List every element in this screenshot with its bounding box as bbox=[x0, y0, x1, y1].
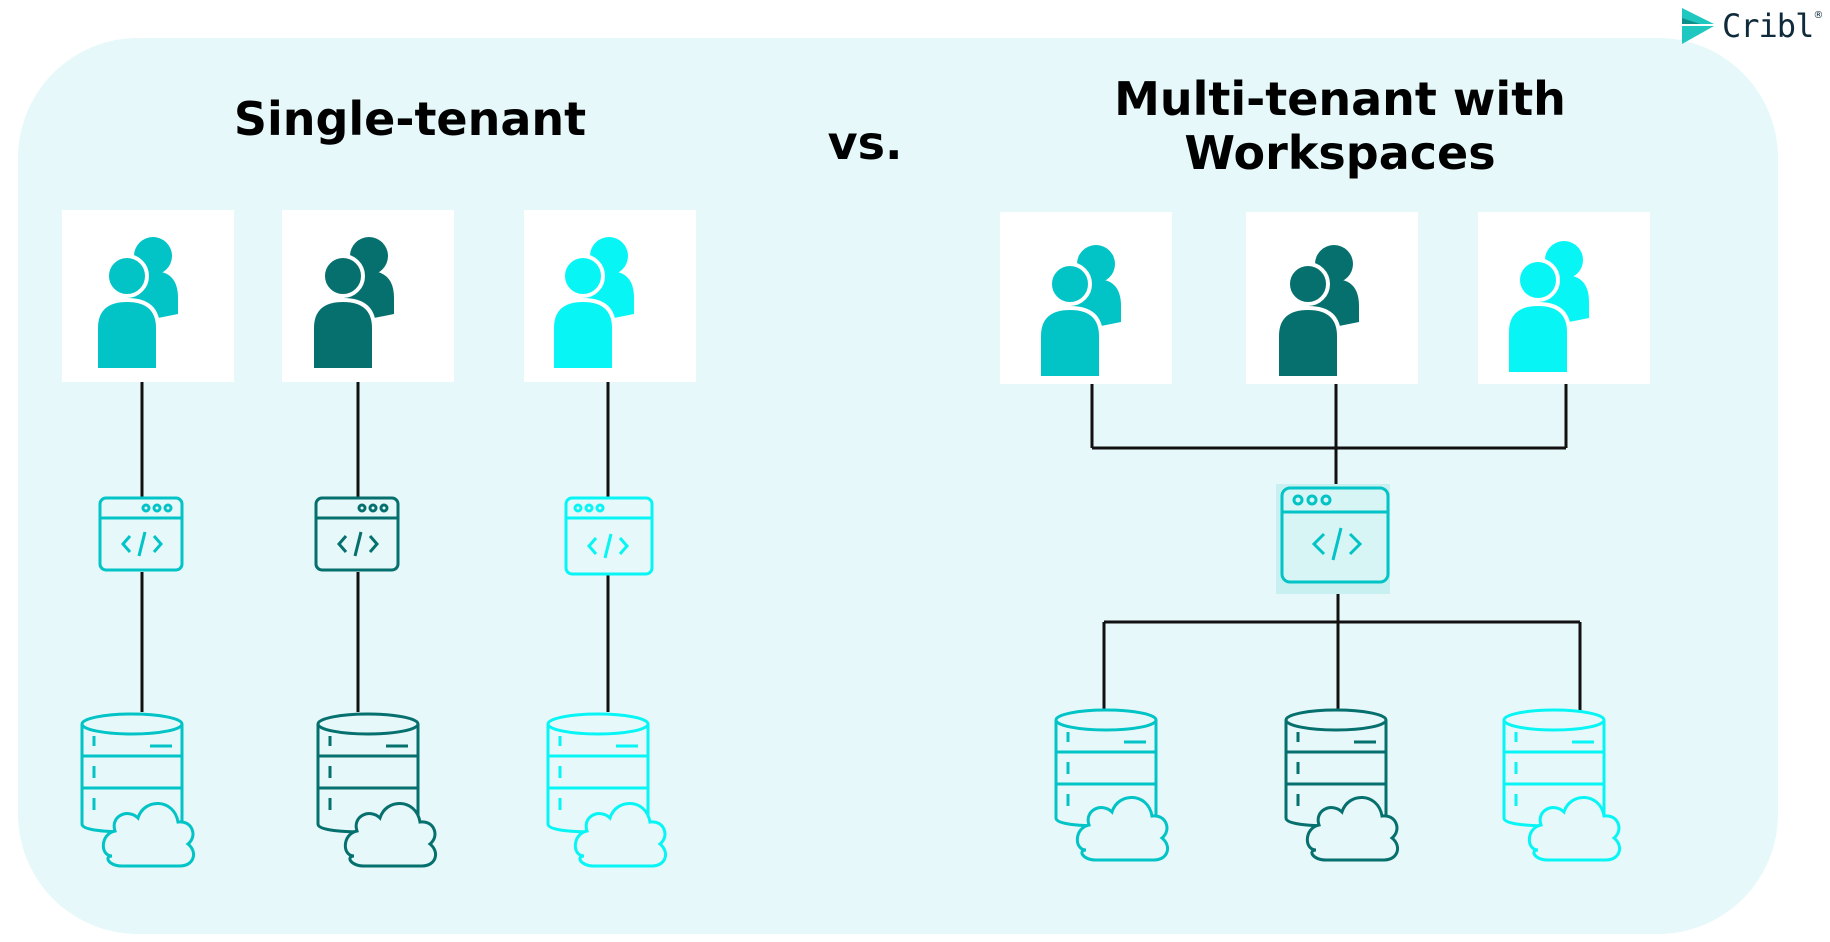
database-cloud-icon bbox=[1054, 708, 1170, 862]
single-tenant-title: Single-tenant bbox=[233, 92, 587, 146]
single-tenant-users-card-1 bbox=[62, 210, 234, 382]
single-tenant-connectors bbox=[140, 380, 610, 712]
workspace-users-card-1 bbox=[1000, 212, 1172, 384]
logo-registered-mark: ® bbox=[1813, 10, 1824, 21]
diagram-background-panel bbox=[18, 38, 1778, 934]
single-tenant-users-card-2 bbox=[282, 210, 454, 382]
browser-code-icon bbox=[564, 496, 654, 576]
database-cloud-icon bbox=[316, 712, 438, 868]
workspace-users-card-2 bbox=[1246, 212, 1418, 384]
multi-tenant-title: Multi-tenant with Workspaces bbox=[1114, 72, 1566, 181]
vs-label: vs. bbox=[827, 116, 903, 170]
database-cloud-icon bbox=[1502, 708, 1622, 862]
database-cloud-icon bbox=[546, 712, 668, 868]
single-tenant-users-card-3 bbox=[524, 210, 696, 382]
browser-code-icon bbox=[98, 496, 184, 572]
cribl-logo-icon bbox=[1682, 8, 1714, 44]
browser-code-icon bbox=[314, 496, 400, 572]
multi-tenant-connectors bbox=[1090, 384, 1582, 712]
workspace-users-card-3 bbox=[1478, 212, 1650, 384]
database-cloud-icon bbox=[80, 712, 196, 868]
cribl-logo: Cribl ® bbox=[1680, 6, 1823, 46]
shared-browser-code-icon bbox=[1276, 484, 1390, 594]
database-cloud-icon bbox=[1284, 708, 1400, 862]
logo-text: Cribl bbox=[1722, 7, 1814, 45]
